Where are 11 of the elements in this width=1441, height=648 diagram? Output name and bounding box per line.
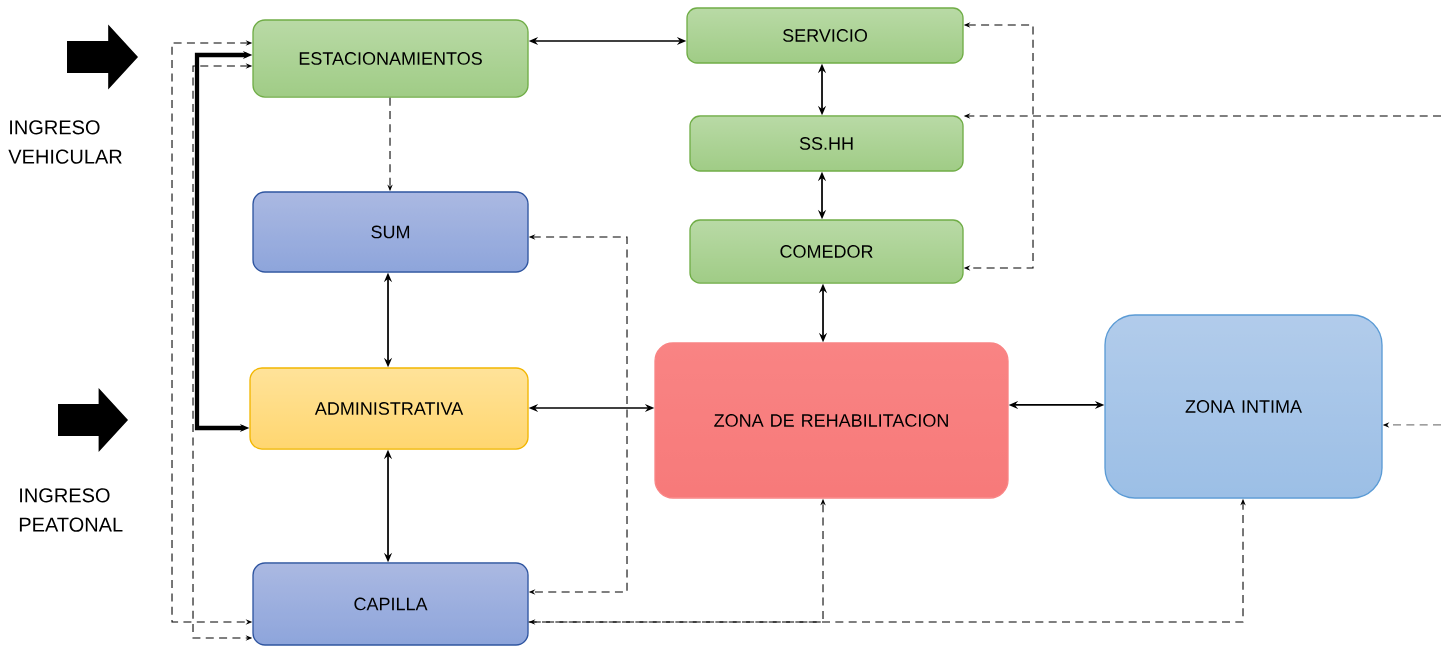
zone-box: CAPILLA — [252, 562, 529, 646]
zone-box: SERVICIO — [686, 7, 964, 64]
zone-box: ZONA INTIMA — [1104, 314, 1383, 499]
zone-box: ESTACIONAMIENTOS — [252, 19, 529, 98]
entry-label: INGRESO PEATONAL — [19, 488, 123, 532]
zone-box: ZONA DE REHABILITACION — [654, 342, 1009, 499]
zone-box: SS.HH — [689, 115, 964, 172]
zone-box: COMEDOR — [689, 219, 964, 284]
zone-box: SUM — [252, 191, 529, 273]
zone-box: ADMINISTRATIVA — [249, 367, 529, 450]
entry-label: INGRESO VEHICULAR — [8, 120, 122, 164]
